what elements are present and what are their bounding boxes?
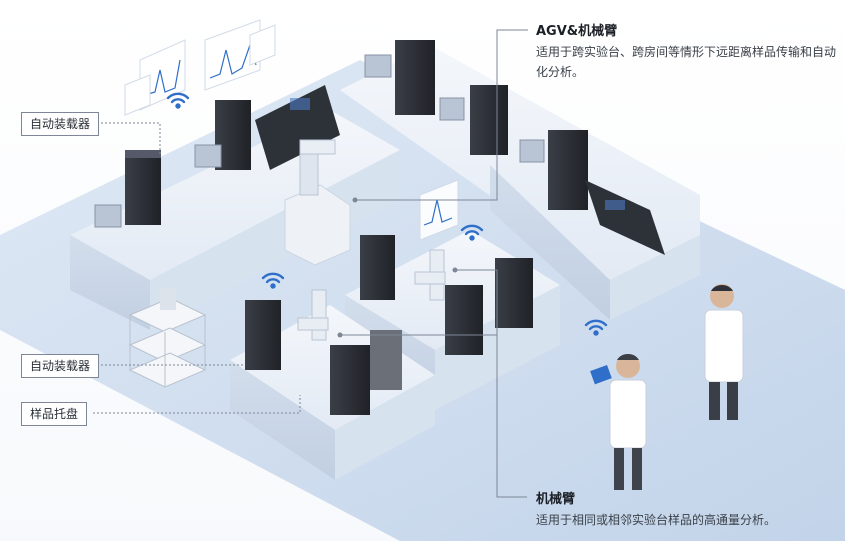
leader-lines bbox=[93, 29, 528, 498]
robot-arm-title: 机械臂 bbox=[536, 492, 576, 507]
instrument-stack-1 bbox=[125, 150, 161, 225]
monitor-4 bbox=[439, 97, 465, 121]
agv-robot bbox=[284, 139, 351, 266]
data-panel-text-2 bbox=[249, 24, 276, 66]
agv-arm-title: AGV&机械臂 bbox=[536, 24, 618, 39]
wifi-icon bbox=[166, 92, 190, 109]
scientist-with-tablet bbox=[590, 353, 647, 490]
data-panel-text-1 bbox=[124, 74, 151, 116]
instrument-stack-9 bbox=[245, 300, 281, 370]
wifi-icon bbox=[584, 319, 608, 336]
data-panel-chromatogram-1 bbox=[139, 39, 186, 111]
instrument-stack-11 bbox=[370, 330, 402, 390]
monitor-5 bbox=[519, 139, 545, 163]
instrument-stack-10 bbox=[330, 345, 370, 415]
sample-tray-rack bbox=[128, 288, 207, 388]
monitor-2 bbox=[194, 144, 222, 168]
autoloader-label-bottom: 自动装载器 bbox=[21, 354, 100, 378]
leader-dot bbox=[337, 332, 343, 338]
monitor-3 bbox=[364, 54, 392, 78]
instrument-stack-4 bbox=[470, 85, 508, 155]
mass-spectrometer-1 bbox=[255, 85, 340, 170]
mass-spectrometer-2 bbox=[585, 180, 665, 255]
instrument-stack-8 bbox=[495, 258, 533, 328]
robot-arm-1 bbox=[297, 289, 329, 341]
leader-dot bbox=[352, 197, 358, 203]
instrument-stack-7 bbox=[445, 285, 483, 355]
leader-dot bbox=[452, 267, 458, 273]
instrument-stack-5 bbox=[548, 130, 588, 210]
autoloader-label-top: 自动装载器 bbox=[21, 112, 100, 136]
sample-tray-label: 样品托盘 bbox=[21, 402, 88, 426]
scientist-standing bbox=[704, 284, 744, 420]
monitor-1 bbox=[94, 204, 122, 228]
instrument-stack-3 bbox=[395, 40, 435, 115]
agv-arm-description: 适用于跨实验台、跨房间等情形下远距离样品传输和自动化分析。 bbox=[536, 45, 837, 79]
instrument-stack-6 bbox=[360, 235, 395, 300]
wifi-icon bbox=[261, 272, 285, 289]
robot-arm-2 bbox=[414, 249, 446, 301]
wifi-icon bbox=[460, 224, 484, 241]
robot-arm-description: 适用于相同或相邻实验台样品的高通量分析。 bbox=[536, 513, 777, 527]
